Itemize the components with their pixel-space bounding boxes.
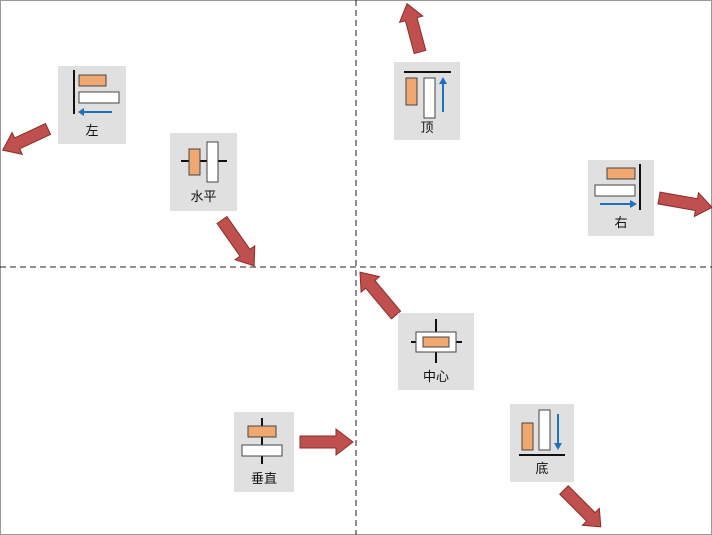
label-top: 顶	[420, 121, 434, 136]
label-bottom: 底	[535, 462, 549, 477]
icon-card-left: 左	[58, 66, 126, 144]
arrow-down-icon	[559, 485, 602, 528]
align-right-icon	[594, 164, 641, 210]
icon-card-center: 中心	[398, 313, 474, 390]
icon-card-right: 右	[588, 160, 654, 236]
icon-card-vertical: 垂直	[234, 412, 294, 492]
align-top-icon	[404, 71, 451, 119]
icon-card-horizontal: 水平	[170, 133, 237, 211]
icon-card-bottom: 底	[510, 404, 574, 482]
arrow-up-icon	[398, 2, 427, 55]
arrow-left-icon	[1, 122, 52, 155]
align-vertical-center-icon	[241, 418, 283, 464]
label-right: 右	[614, 216, 628, 231]
label-vertical: 垂直	[250, 472, 277, 487]
align-bottom-icon	[519, 409, 565, 456]
arrow-right-to-line-icon	[299, 427, 354, 457]
label-left: 左	[85, 124, 99, 139]
arrow-right-icon	[657, 191, 712, 218]
arrow-down-right-icon	[216, 215, 256, 267]
arrow-up-left-icon	[359, 271, 402, 320]
label-horizontal: 水平	[190, 190, 217, 205]
align-left-icon	[73, 70, 120, 116]
label-center: 中心	[422, 370, 449, 385]
align-center-icon	[411, 319, 462, 363]
align-horizontal-center-icon	[181, 141, 227, 183]
icon-card-top: 顶	[394, 62, 460, 140]
